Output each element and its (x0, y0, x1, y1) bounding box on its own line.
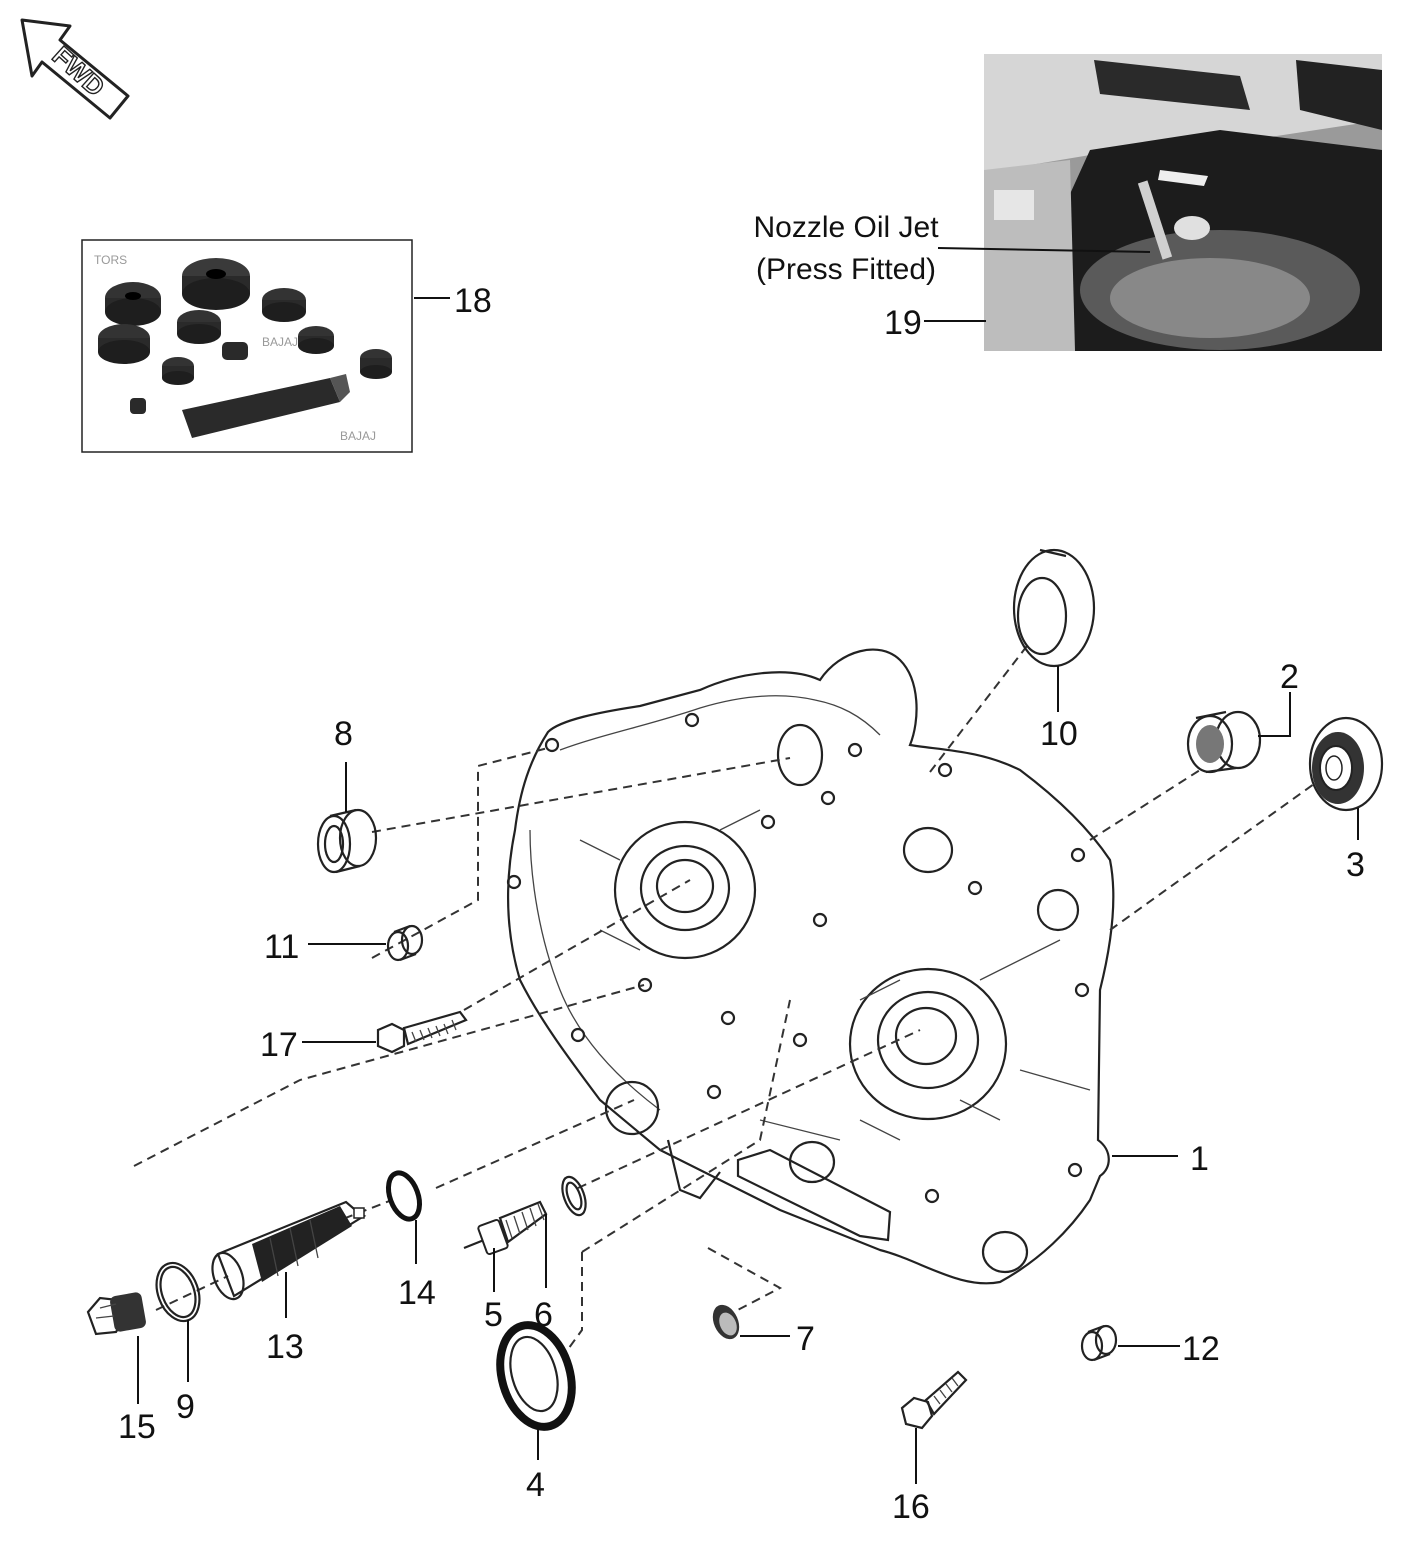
tool-kit-watermark-2: BAJAJ (262, 335, 298, 349)
part-4-oil-seal (496, 1321, 576, 1431)
photo-caption-line-1: Nozzle Oil Jet (753, 211, 939, 244)
part-12-dowel (1080, 1324, 1118, 1362)
callout-2: 2 (1280, 658, 1299, 696)
part-3-ball-bearing (1308, 716, 1384, 812)
part-11-dowel (386, 924, 424, 962)
callout-17: 17 (260, 1026, 298, 1064)
assembly-guide-lines (133, 641, 1315, 1353)
callout-9: 9 (176, 1388, 195, 1426)
callout-5: 5 (484, 1296, 503, 1334)
callout-3: 3 (1346, 846, 1365, 884)
part-5-oil-pressure-valve (463, 1200, 548, 1256)
callout-4: 4 (526, 1466, 545, 1504)
part-10-thrust-washer (1012, 548, 1096, 668)
part-17-bolt (376, 1010, 468, 1054)
part-14-o-ring (385, 1170, 423, 1222)
leader-nozzle-oil-jet (937, 247, 1151, 253)
tool-kit-watermark-1: TORS (94, 253, 127, 267)
part-16-bolt (900, 1370, 968, 1430)
part-13-oil-filter-screen (211, 1200, 367, 1301)
photo-caption-line-2: (Press Fitted) (756, 253, 936, 286)
fwd-arrow-icon: FWD (20, 18, 130, 120)
callout-14: 14 (398, 1274, 436, 1312)
callout-1: 1 (1190, 1140, 1209, 1178)
part-7-collar (712, 1304, 740, 1340)
callout-10: 10 (1040, 715, 1078, 753)
callout-18: 18 (454, 282, 492, 320)
callout-16: 16 (892, 1488, 930, 1526)
callout-12: 12 (1182, 1330, 1220, 1368)
tool-kit-drift-icon (98, 258, 392, 438)
oil-jet-photo (984, 54, 1382, 351)
callout-7: 7 (796, 1320, 815, 1358)
callout-19: 19 (884, 304, 922, 342)
tool-kit-panel: TORS BAJAJ BAJAJ (81, 239, 492, 453)
part-8-bush (316, 808, 378, 874)
callout-15: 15 (118, 1408, 156, 1446)
callout-11: 11 (264, 928, 299, 966)
crankcase-half (506, 648, 1115, 1285)
callout-8: 8 (334, 715, 353, 753)
callout-13: 13 (266, 1328, 304, 1366)
leader-2 (1258, 692, 1291, 737)
part-6-washer (561, 1175, 587, 1217)
tool-kit-watermark-3: BAJAJ (340, 429, 376, 443)
part-2-needle-bearing (1186, 710, 1262, 774)
part-15-drain-plug (86, 1292, 146, 1336)
part-9-o-ring (155, 1261, 201, 1323)
